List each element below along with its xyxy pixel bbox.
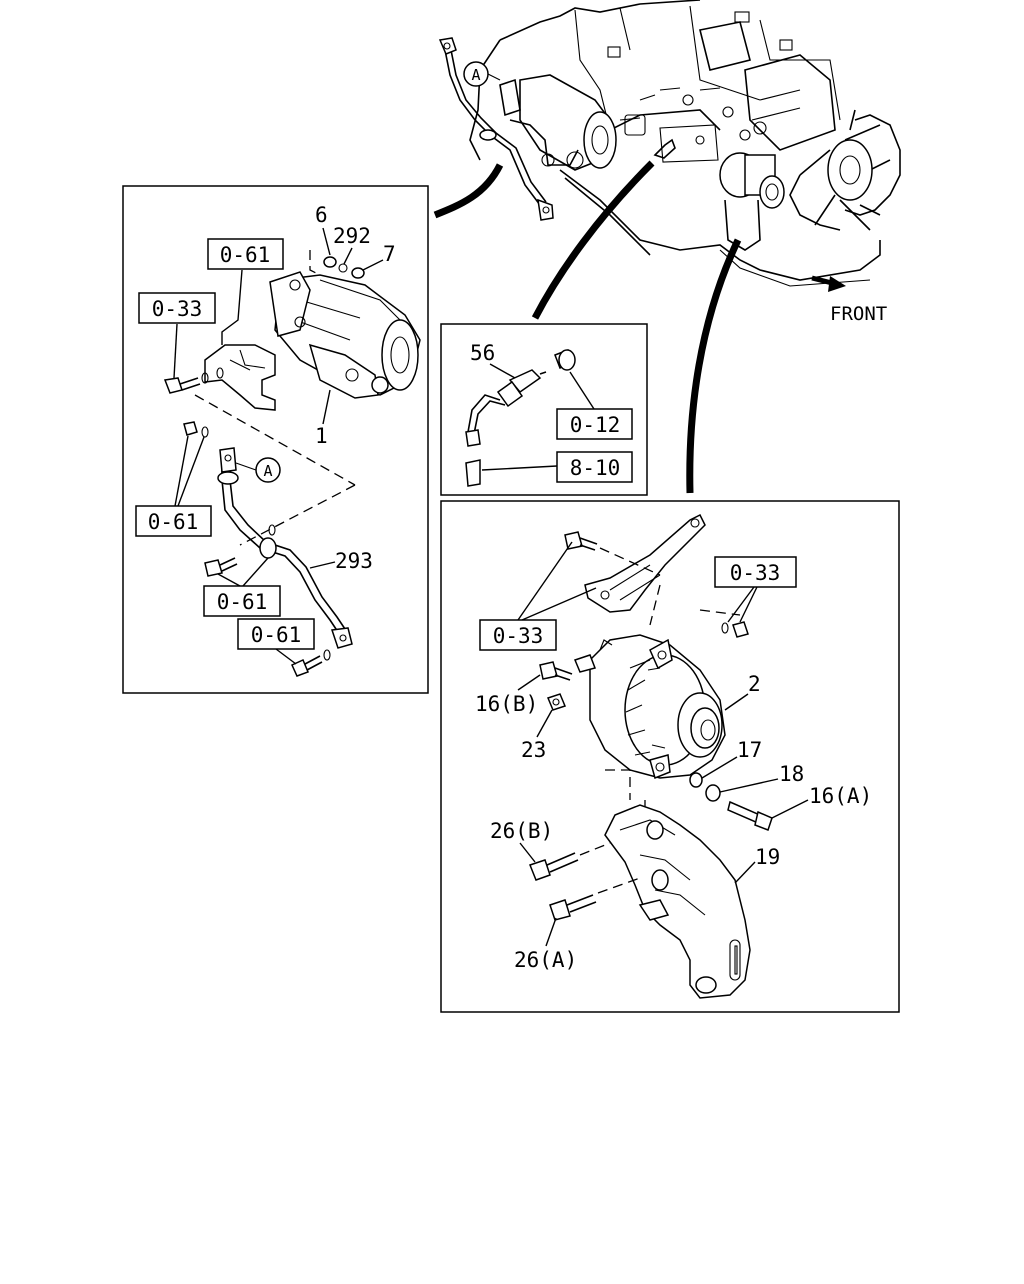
ref-label-starter-0-61-low1: 0-61 — [217, 590, 268, 614]
speed-sensor — [465, 369, 547, 447]
ref-label-alt-0-33-left: 0-33 — [493, 624, 544, 648]
ref-box-starter-0-61-mid — [135, 505, 212, 537]
ref-label-sensor-8-10: 8-10 — [570, 456, 621, 480]
ref-label-starter-0-33: 0-33 — [152, 297, 203, 321]
starter-bolt — [163, 377, 201, 394]
part-number-16b: 16(B) — [475, 692, 538, 716]
ref-label-starter-0-61-low2: 0-61 — [251, 623, 302, 647]
alternator-panel: 0-33 0-33 2 16(B) 23 17 18 16(A) 26(B) 1… — [440, 500, 900, 1013]
ref-label-starter-0-61-mid: 0-61 — [148, 510, 199, 534]
callout-letter-engine: A — [471, 66, 480, 84]
ref-box-sensor-0-12 — [556, 408, 633, 440]
part-number-2: 2 — [748, 672, 761, 696]
part-number-26a: 26(A) — [514, 948, 577, 972]
starter-cable — [217, 447, 353, 649]
part-number-17: 17 — [737, 738, 762, 762]
sensor-panel: 56 0-12 8-10 — [440, 323, 648, 496]
sensor-terminal — [465, 459, 481, 487]
ref-box-alt-0-33-right — [714, 556, 797, 588]
part-number-1: 1 — [315, 424, 328, 448]
part-number-292: 292 — [333, 224, 371, 248]
leader-starter-panel — [433, 163, 504, 219]
cooling-fan — [789, 109, 901, 231]
starter-motor — [269, 271, 421, 399]
part-number-56: 56 — [470, 341, 495, 365]
part-number-6: 6 — [315, 203, 328, 227]
ref-box-sensor-8-10 — [556, 451, 633, 483]
ref-label-starter-0-61-top: 0-61 — [220, 243, 271, 267]
part-number-23: 23 — [521, 738, 546, 762]
engine-overview: A FRONT — [433, 0, 901, 494]
leader-sensor-panel — [531, 160, 655, 320]
mounting-bracket — [604, 804, 751, 999]
front-label: FRONT — [830, 303, 887, 325]
ref-label-sensor-0-12: 0-12 — [570, 413, 621, 437]
part-number-7: 7 — [383, 242, 396, 266]
part-number-16a: 16(A) — [809, 784, 872, 808]
starter-panel: A 6 292 7 1 293 0-61 0-33 0-61 0-61 0-61 — [122, 185, 429, 694]
callout-letter-starter: A — [263, 462, 272, 480]
ref-box-alt-0-33-left — [479, 619, 557, 651]
ref-box-starter-0-61-top — [207, 238, 284, 270]
part-number-19: 19 — [755, 845, 780, 869]
adjusting-bracket — [584, 513, 706, 613]
part-number-26b: 26(B) — [490, 819, 553, 843]
part-number-18: 18 — [779, 762, 804, 786]
ref-label-alt-0-33-right: 0-33 — [730, 561, 781, 585]
part-number-293: 293 — [335, 549, 373, 573]
sensor-plug — [554, 349, 576, 371]
ref-box-starter-0-33 — [138, 292, 216, 324]
alternator-unit — [573, 634, 726, 780]
ref-box-starter-0-61-low2 — [237, 618, 315, 650]
leader-alternator-panel — [686, 238, 742, 494]
engine-alternator — [719, 152, 785, 251]
ref-box-starter-0-61-low1 — [203, 585, 281, 617]
bolt-16a — [727, 800, 773, 831]
front-direction-arrow-icon — [811, 275, 846, 292]
engine-starter — [499, 74, 617, 171]
